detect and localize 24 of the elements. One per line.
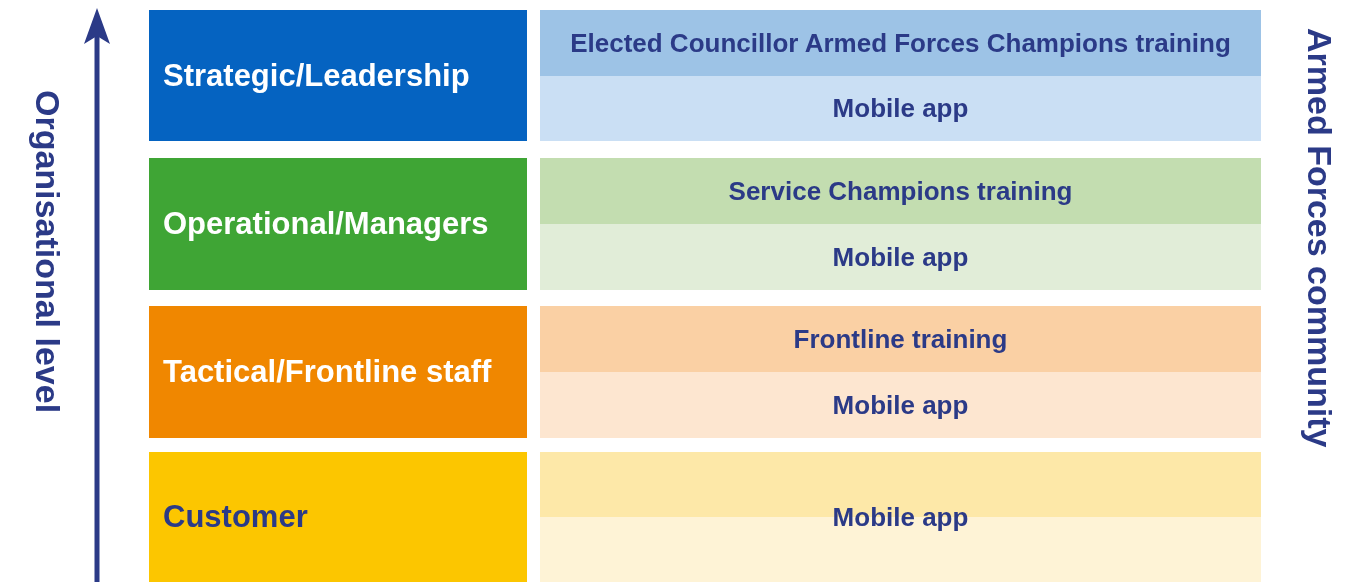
level-box bbox=[149, 452, 527, 582]
side-label: Armed Forces community bbox=[1300, 28, 1339, 448]
training-band bbox=[540, 452, 1261, 582]
band-label: Service Champions training bbox=[728, 175, 1073, 207]
training-band bbox=[540, 10, 1261, 76]
training-band bbox=[540, 76, 1261, 141]
axis-label: Organisational level bbox=[28, 90, 67, 414]
band-label: Mobile app bbox=[832, 389, 969, 421]
band-label: Frontline training bbox=[793, 323, 1008, 355]
training-band bbox=[540, 306, 1261, 372]
band-label: Elected Councillor Armed Forces Champions training bbox=[570, 27, 1231, 59]
level-label: Operational/Managers bbox=[163, 206, 489, 242]
training-band bbox=[540, 372, 1261, 438]
training-band bbox=[540, 224, 1261, 290]
level-label: Tactical/Frontline staff bbox=[163, 354, 492, 390]
band-label: Mobile app bbox=[832, 93, 969, 124]
training-band bbox=[540, 158, 1261, 224]
level-label: Strategic/Leadership bbox=[163, 57, 470, 94]
band-label: Mobile app bbox=[832, 241, 969, 273]
band-label: Mobile app bbox=[832, 501, 969, 533]
level-box bbox=[149, 158, 527, 290]
level-label: Customer bbox=[163, 499, 308, 535]
level-box bbox=[149, 10, 527, 141]
level-box bbox=[149, 306, 527, 438]
